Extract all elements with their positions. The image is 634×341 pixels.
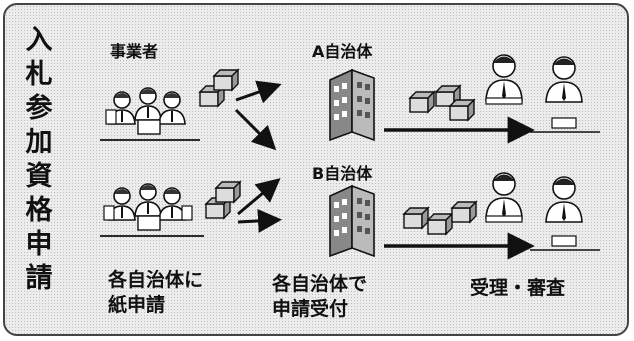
title-char: 請: [25, 263, 53, 294]
municipal-clerk-icon: [530, 176, 600, 251]
title-char: 資: [25, 161, 53, 192]
title-char: 札: [25, 59, 53, 90]
office-building-icon: [329, 185, 375, 257]
business-people-icon: [100, 183, 204, 237]
business-header: 事業者: [110, 42, 159, 61]
title-char: 入: [25, 25, 53, 56]
municipal-clerk-icon: [485, 54, 523, 105]
document-box-icon: [403, 201, 477, 235]
office-building-icon: [329, 69, 375, 141]
title-char: 申: [25, 229, 53, 260]
title-char: 参: [25, 93, 53, 124]
diagram-frame: [3, 3, 629, 336]
paper-application-caption: 各自治体に 紙申請: [108, 269, 204, 316]
document-box-icon: [199, 69, 239, 107]
review-caption: 受理・審査: [470, 277, 566, 299]
city-b-header: B自治体: [312, 164, 373, 183]
vertical-title: 入 札 参 加 資 格 申 請: [22, 26, 56, 293]
municipal-clerk-icon: [530, 56, 600, 133]
title-char: 加: [25, 127, 53, 158]
reception-caption: 各自治体で 申請受付: [272, 273, 368, 320]
city-a-header: A自治体: [312, 42, 373, 61]
document-box-icon: [205, 181, 241, 219]
title-char: 格: [25, 195, 53, 226]
document-box-icon: [409, 85, 475, 121]
business-people-icon: [100, 87, 200, 141]
municipal-clerk-icon: [485, 172, 523, 223]
